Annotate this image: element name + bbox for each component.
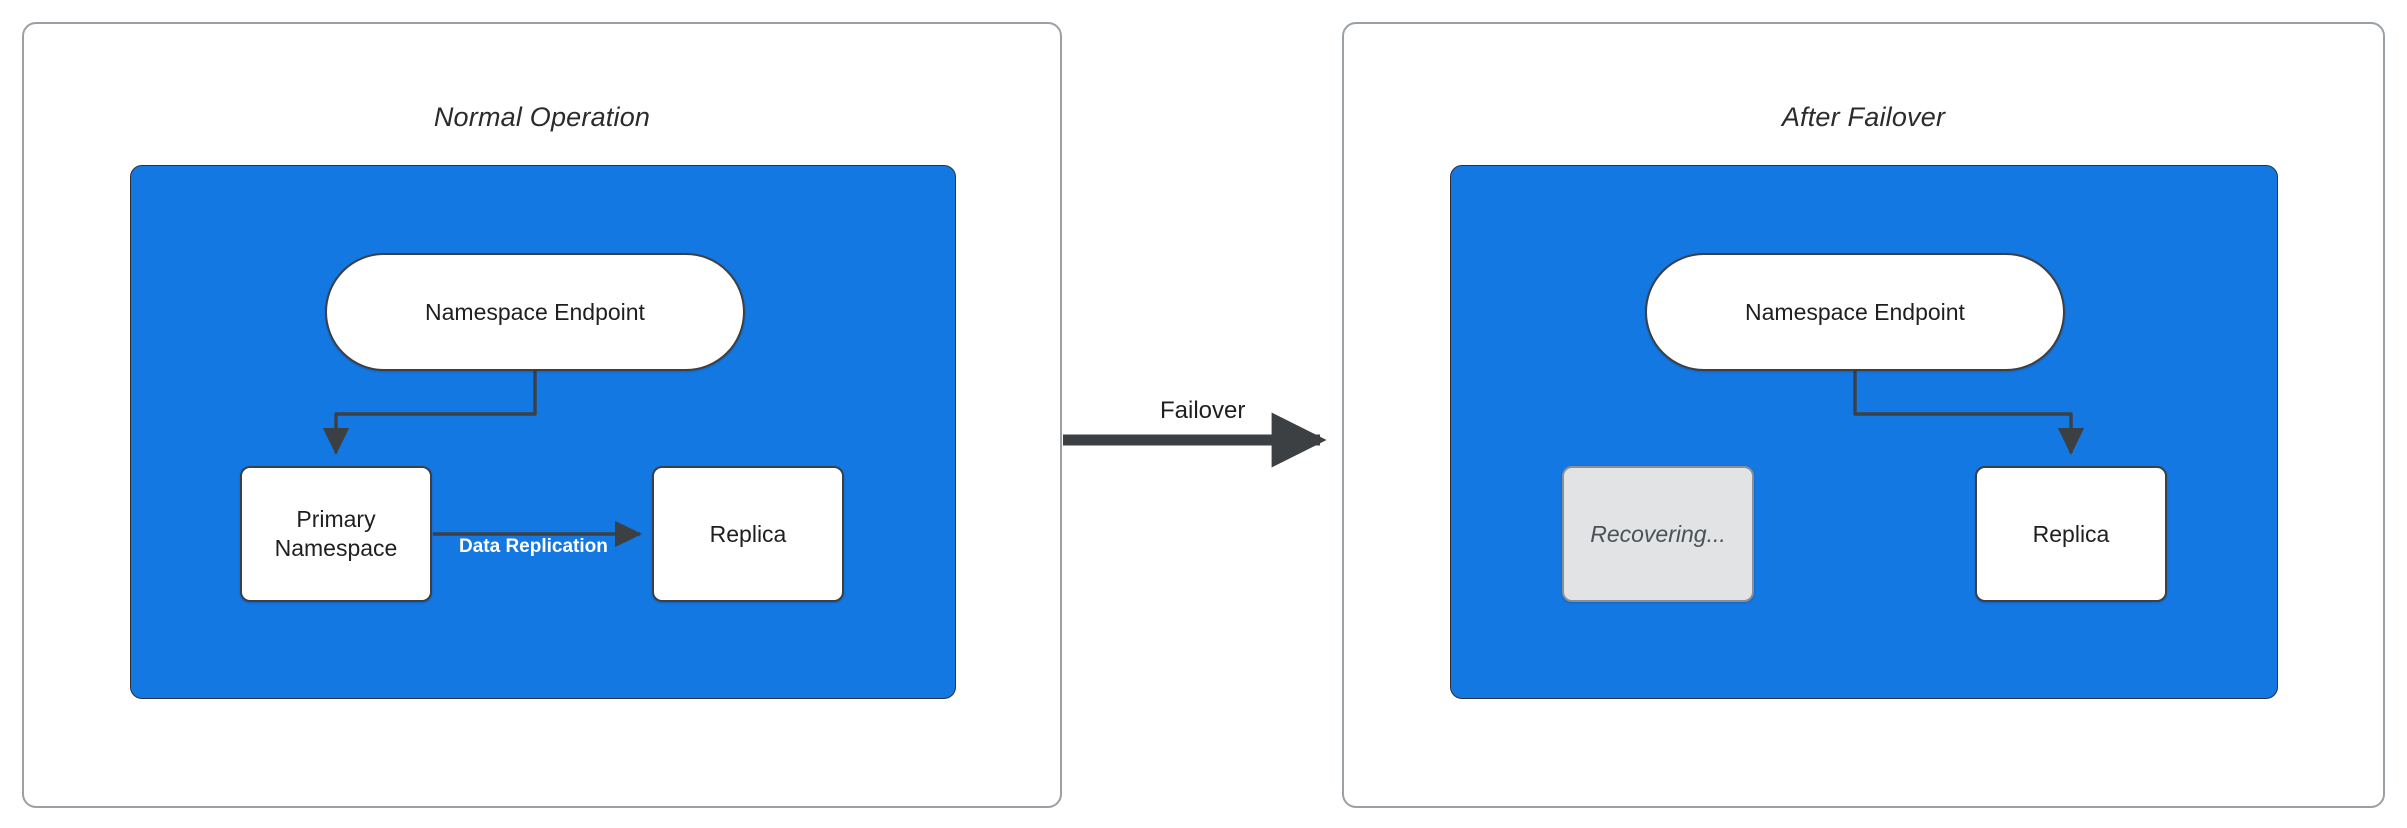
node-replica-failover[interactable]: Replica: [1975, 466, 2167, 602]
node-label-replica-failover: Replica: [2032, 520, 2110, 547]
zone-failover-region: [1450, 165, 2278, 699]
node-primary-namespace[interactable]: Primary Namespace: [240, 466, 432, 602]
node-label-primary-namespace: Primary Namespace: [275, 505, 398, 563]
node-label-namespace-endpoint-failover: Namespace Endpoint: [1745, 298, 1965, 325]
node-recovering[interactable]: Recovering...: [1562, 466, 1754, 602]
node-label-primary-line-2: Namespace: [274, 535, 398, 561]
node-label-recovering: Recovering...: [1590, 520, 1726, 547]
transition-label-failover: Failover: [1160, 397, 1246, 424]
node-label-replica-normal: Replica: [709, 520, 787, 547]
node-replica-normal[interactable]: Replica: [652, 466, 844, 602]
node-namespace-endpoint-normal[interactable]: Namespace Endpoint: [325, 253, 745, 371]
node-label-primary-line-1: Primary: [296, 506, 376, 533]
node-label-namespace-endpoint-normal: Namespace Endpoint: [425, 298, 645, 325]
edge-label-data-replication: Data Replication: [459, 536, 608, 557]
panel-title-normal-operation: Normal Operation: [433, 102, 651, 132]
node-namespace-endpoint-failover[interactable]: Namespace Endpoint: [1645, 253, 2065, 371]
panel-title-after-failover: After Failover: [1781, 102, 1946, 132]
zone-primary-region: [130, 165, 956, 699]
